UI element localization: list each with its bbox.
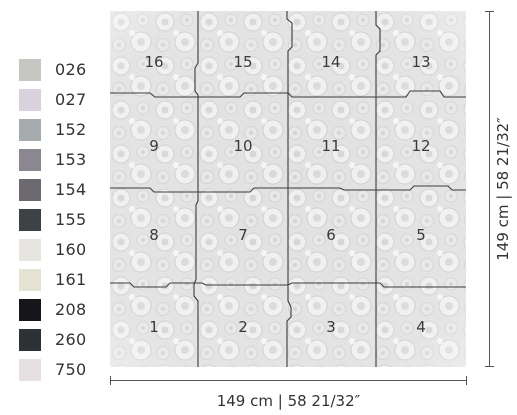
swatch-code: 750 — [55, 360, 87, 379]
swatch-code: 160 — [55, 240, 87, 259]
panel-number: 1 — [149, 318, 159, 336]
panel-number: 10 — [233, 137, 252, 155]
swatch-code: 155 — [55, 210, 87, 229]
swatch-code: 208 — [55, 300, 87, 319]
panel-number: 8 — [149, 226, 159, 244]
width-dimension-tick-right — [466, 376, 467, 385]
swatch-code: 027 — [55, 90, 87, 109]
panel-number: 15 — [233, 53, 252, 71]
swatch-row-208: 208 — [19, 298, 86, 322]
color-swatch — [19, 149, 41, 171]
color-swatch — [19, 179, 41, 201]
panel-number: 2 — [238, 318, 248, 336]
panel-number: 3 — [326, 318, 336, 336]
seam-horizontal-1 — [110, 90, 466, 98]
swatch-code: 154 — [55, 180, 87, 199]
color-swatch — [19, 89, 41, 111]
panel-number: 5 — [416, 226, 426, 244]
seam-vertical-1 — [193, 11, 199, 367]
color-swatch — [19, 269, 41, 291]
seam-horizontal-3 — [110, 282, 466, 288]
panel-number: 6 — [326, 226, 336, 244]
panel-number: 9 — [149, 137, 159, 155]
swatch-code: 153 — [55, 150, 87, 169]
swatch-code: 026 — [55, 60, 87, 79]
swatch-row-154: 154 — [19, 178, 86, 202]
seam-vertical-3 — [375, 11, 381, 367]
height-dimension-label: 149 cm | 58 21/32″ — [494, 117, 512, 261]
color-swatch — [19, 59, 41, 81]
swatch-row-161: 161 — [19, 268, 86, 292]
color-swatch — [19, 239, 41, 261]
panel-number: 4 — [416, 318, 426, 336]
panel-number: 14 — [321, 53, 340, 71]
swatch-row-260: 260 — [19, 328, 86, 352]
color-swatch — [19, 299, 41, 321]
width-dimension-label: 149 cm | 58 21/32″ — [216, 392, 361, 410]
panel-number: 13 — [411, 53, 430, 71]
panel-number: 11 — [321, 137, 340, 155]
color-swatch — [19, 209, 41, 231]
panel-number: 7 — [238, 226, 248, 244]
swatch-row-160: 160 — [19, 238, 86, 262]
swatch-row-153: 153 — [19, 148, 86, 172]
seam-vertical-2 — [286, 11, 293, 367]
seam-horizontal-2 — [110, 185, 466, 193]
swatch-code: 161 — [55, 270, 87, 289]
swatch-code: 152 — [55, 120, 87, 139]
swatch-row-026: 026 — [19, 58, 86, 82]
color-swatch — [19, 329, 41, 351]
height-dimension-line — [489, 11, 490, 367]
swatch-row-027: 027 — [19, 88, 86, 112]
panel-number: 12 — [411, 137, 430, 155]
height-dimension-tick-bottom — [485, 366, 494, 367]
panel-number: 16 — [144, 53, 163, 71]
color-swatch — [19, 119, 41, 141]
swatch-row-155: 155 — [19, 208, 86, 232]
swatch-row-152: 152 — [19, 118, 86, 142]
panel-seams — [110, 11, 466, 367]
color-swatch — [19, 359, 41, 381]
swatch-row-750: 750 — [19, 358, 86, 382]
width-dimension-line — [110, 380, 467, 381]
swatch-code: 260 — [55, 330, 87, 349]
